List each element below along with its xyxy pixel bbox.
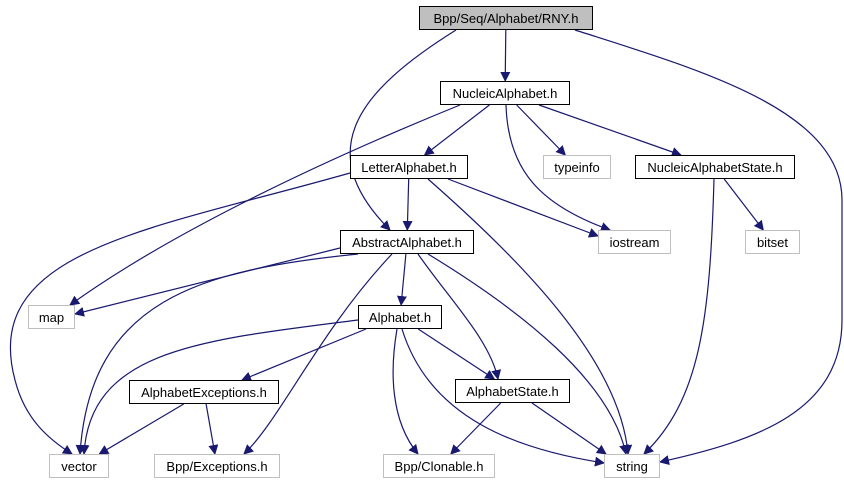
- edge-alphabet-to-alphexc: [241, 328, 367, 382]
- node-label: Bpp/Seq/Alphabet/RNY.h: [433, 10, 579, 26]
- node-label: iostream: [609, 234, 660, 250]
- node-bitset: bitset: [745, 230, 800, 254]
- edge-nucleic-to-iostream: [505, 104, 611, 232]
- node-alphabet[interactable]: Alphabet.h: [358, 305, 442, 329]
- node-clonable: Bpp/Clonable.h: [383, 454, 495, 478]
- node-label: LetterAlphabet.h: [361, 159, 457, 175]
- edge-nucstate-to-bitset: [723, 178, 764, 231]
- node-label: AlphabetExceptions.h: [141, 384, 267, 400]
- node-exceptions: Bpp/Exceptions.h: [154, 454, 280, 478]
- node-label: NucleicAlphabet.h: [452, 85, 558, 101]
- node-letter[interactable]: LetterAlphabet.h: [350, 155, 468, 179]
- node-iostream: iostream: [598, 230, 671, 254]
- edge-letter-to-iostream: [447, 178, 599, 238]
- edge-nucleic-to-typeinfo: [516, 104, 566, 156]
- edge-nucleic-to-letter: [423, 104, 490, 156]
- edge-letter-to-vector: [9, 172, 351, 455]
- edge-abstract-to-alphstate: [417, 253, 502, 380]
- node-label: bitset: [756, 234, 789, 250]
- edge-nucleic-to-nucstate: [538, 104, 682, 157]
- node-string: string: [604, 454, 660, 478]
- edge-abstract-to-exceptions: [243, 253, 393, 455]
- node-label: string: [616, 458, 648, 474]
- edge-alphabet-to-string: [401, 328, 605, 467]
- node-label: typeinfo: [554, 159, 600, 175]
- edge-alphstate-to-string: [531, 402, 607, 455]
- edge-alphstate-to-clonable: [450, 402, 502, 455]
- edge-rny-to-abstract: [349, 29, 457, 231]
- edge-abstract-to-map: [74, 247, 341, 317]
- node-abstract[interactable]: AbstractAlphabet.h: [340, 230, 474, 254]
- node-label: AlphabetState.h: [466, 383, 559, 399]
- node-nucleic[interactable]: NucleicAlphabet.h: [440, 81, 570, 105]
- edge-nucstate-to-string: [643, 178, 715, 455]
- edge-rny-to-nucleic: [500, 29, 511, 82]
- node-alphstate[interactable]: AlphabetState.h: [455, 379, 570, 403]
- node-vector: vector: [49, 454, 109, 478]
- edge-rny-to-string: [574, 29, 843, 465]
- edge-abstract-to-string: [427, 253, 629, 455]
- edge-alphabet-to-alphstate: [417, 328, 496, 380]
- node-alphexc[interactable]: AlphabetExceptions.h: [129, 380, 279, 404]
- node-label: vector: [61, 458, 97, 474]
- edge-abstract-to-vector: [75, 253, 359, 455]
- edge-alphabet-to-clonable: [392, 328, 419, 455]
- edge-layer: [9, 29, 843, 467]
- node-label: Bpp/Exceptions.h: [166, 458, 268, 474]
- node-label: Alphabet.h: [368, 309, 432, 325]
- edge-nucleic-to-map: [69, 104, 461, 306]
- node-typeinfo: typeinfo: [543, 155, 611, 179]
- edge-letter-to-string: [427, 178, 633, 455]
- edge-abstract-to-alphabet: [396, 253, 407, 306]
- node-label: NucleicAlphabetState.h: [647, 159, 783, 175]
- node-nucstate[interactable]: NucleicAlphabetState.h: [635, 155, 795, 179]
- node-label: map: [38, 309, 65, 325]
- node-map: map: [28, 305, 75, 329]
- edge-alphexc-to-vector: [98, 403, 185, 455]
- node-rny[interactable]: Bpp/Seq/Alphabet/RNY.h: [419, 6, 593, 30]
- node-label: AbstractAlphabet.h: [352, 234, 462, 250]
- edge-alphabet-to-vector: [79, 319, 359, 455]
- node-label: Bpp/Clonable.h: [394, 458, 484, 474]
- edge-alphexc-to-exceptions: [205, 403, 219, 455]
- edge-letter-to-abstract: [402, 178, 413, 231]
